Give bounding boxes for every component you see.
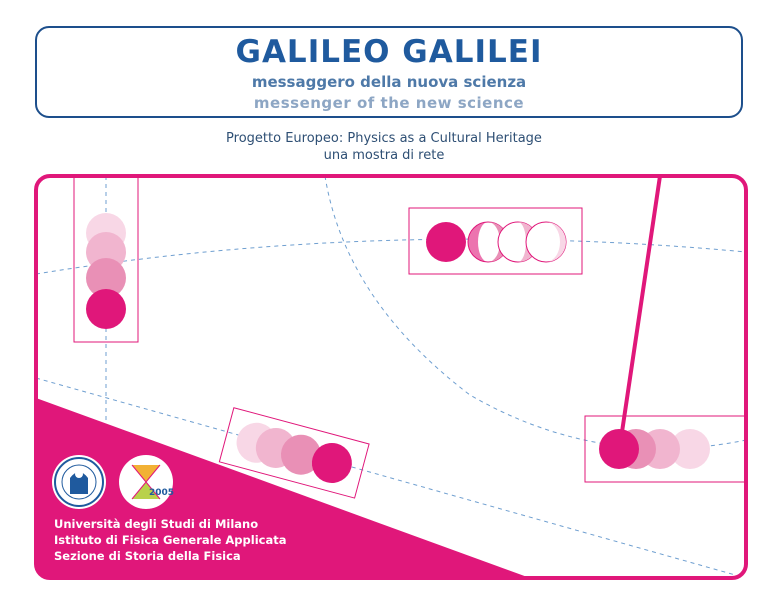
ball-moon-1 (426, 222, 466, 262)
ball-mid (86, 258, 126, 298)
project-line-2: una mostra di rete (323, 148, 445, 163)
subtitle-english: messenger of the new science (253, 94, 525, 112)
rolling-balls-box (408, 207, 583, 275)
dashed-arc-vertical (324, 176, 746, 450)
project-line-1: Progetto Europeo: Physics as a Cultural … (226, 131, 542, 146)
ball-solid (86, 289, 126, 329)
pendulum-ball-faint (670, 429, 710, 469)
institution-line-2: Istituto di Fisica Generale Applicata (54, 533, 287, 547)
pendulum-string (620, 176, 662, 433)
magenta-triangle (36, 398, 530, 578)
institution-block: Università degli Studi di Milano Istitut… (54, 516, 286, 564)
title-box: GALILEO GALILEI messaggero della nuova s… (35, 26, 743, 118)
incline-ball-3 (280, 434, 321, 475)
world-year-physics-logo: 2005 (119, 455, 174, 509)
dashed-line-diagonal (36, 377, 746, 578)
institution-line-1: Università degli Studi di Milano (54, 517, 259, 531)
logo-year-text: 2005 (149, 488, 174, 498)
subtitle-italian: messaggero della nuova scienza (251, 73, 527, 91)
pendulum-box (584, 415, 746, 483)
incline-ball-4 (311, 442, 352, 483)
page-title: GALILEO GALILEI (235, 34, 543, 70)
falling-balls-box (73, 176, 139, 343)
panel-border (34, 174, 748, 580)
university-seal-logo (52, 455, 106, 509)
dashed-arc-top (36, 238, 746, 275)
ball-moon-2 (468, 222, 488, 262)
project-caption: Progetto Europeo: Physics as a Cultural … (0, 130, 768, 164)
institution-line-3: Sezione di Storia della Fisica (54, 549, 241, 563)
pendulum-ball-solid (599, 429, 639, 469)
incline-balls-box (218, 407, 370, 499)
